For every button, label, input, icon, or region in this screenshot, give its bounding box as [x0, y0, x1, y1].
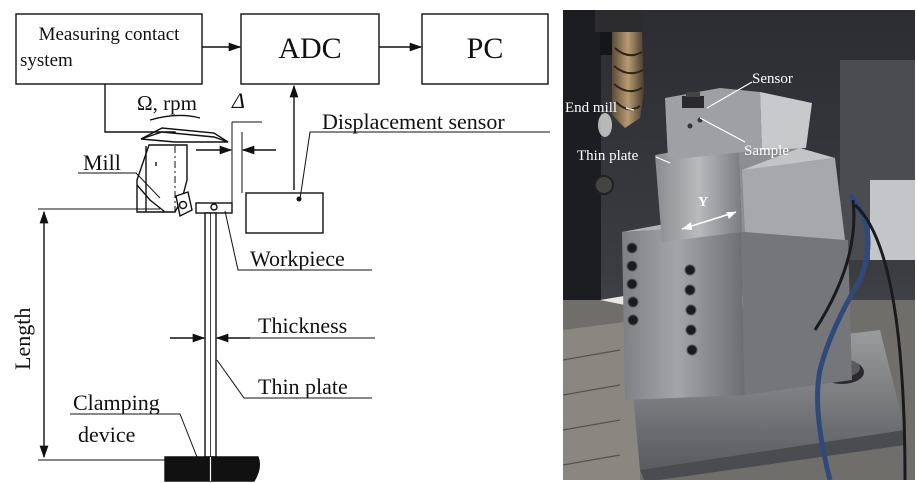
photo-sensor-label: Sensor	[752, 71, 793, 87]
clamping-block	[622, 225, 745, 400]
clamping-label-line1: Clamping	[73, 390, 160, 415]
photo-thin-plate-leader	[655, 156, 671, 164]
mill-label: Mill	[83, 150, 121, 175]
photo-sensor-leader	[706, 81, 753, 109]
displacement-sensor-box	[245, 192, 324, 234]
clamping-device	[164, 456, 261, 482]
mill-icon	[136, 127, 229, 218]
delta-label: Δ	[231, 88, 245, 113]
end-mill-photo	[612, 32, 644, 128]
photo-sample-label: Sample	[744, 143, 789, 159]
displacement-sensor-label: Displacement sensor	[322, 109, 505, 134]
thickness-label: Thickness	[258, 313, 347, 338]
clamping-bolts	[626, 242, 698, 356]
photo-y-label: Y	[698, 195, 708, 210]
sensor-body	[682, 96, 704, 108]
length-label: Length	[10, 308, 35, 370]
speed-label: Ω, rpm	[137, 91, 197, 115]
schematic-diagram	[15, 13, 550, 482]
clamping-leader	[70, 413, 198, 458]
clamping-label-line2: device	[78, 422, 135, 447]
thin-plate-label: Thin plate	[258, 374, 348, 399]
adc-label: ADC	[278, 32, 341, 65]
measuring-label-line2: system	[20, 50, 73, 71]
workpiece-label: Workpiece	[250, 246, 345, 271]
workpiece-leader	[224, 210, 372, 271]
photo-end-mill-label: End mill	[565, 100, 617, 116]
mill-leader	[78, 172, 161, 199]
rotation-arc	[149, 114, 201, 121]
measuring-contact-system-box	[15, 13, 203, 85]
sensor-leader	[299, 131, 550, 200]
thin-plate-leader	[216, 359, 372, 399]
photo-thin-plate-label: Thin plate	[577, 148, 639, 164]
photo-end-mill-leader	[625, 107, 635, 111]
workpiece-pin	[210, 203, 218, 211]
schematic-labels: Measuring contact system ADC PC Ω, rpm Δ…	[10, 24, 505, 447]
photo-sample-leader	[699, 117, 746, 143]
sensor-cable	[815, 193, 871, 480]
measuring-label-line1: Measuring contact	[39, 24, 181, 45]
pc-label: PC	[467, 32, 504, 65]
photo-panel: Sensor End mill Sample Thin plate Y	[563, 10, 915, 480]
